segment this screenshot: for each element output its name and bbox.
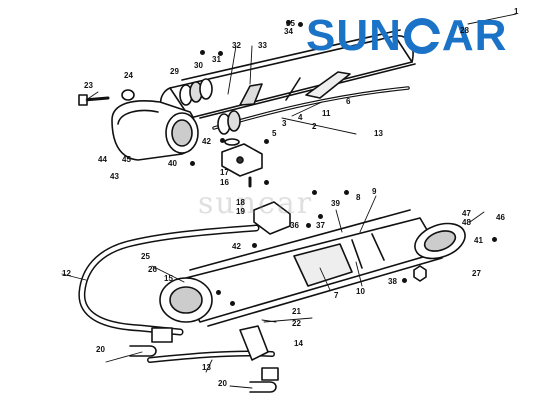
marker-dot [190,161,195,166]
marker-dot [344,190,349,195]
marker-dot [286,20,291,25]
callout-37: 37 [316,221,325,230]
callout-39: 39 [331,199,340,208]
callout-6: 6 [346,97,351,106]
nut-27 [413,265,427,282]
bolt-23 [78,94,110,106]
callout-42-lower: 42 [232,242,241,251]
callout-43: 43 [110,172,119,181]
rod-end-eye [414,222,466,260]
callout-8: 8 [356,193,361,202]
callout-33: 33 [258,41,267,50]
callout-15: 15 [164,274,173,283]
marker-dot [220,138,225,143]
callout-12: 12 [62,269,71,278]
callout-26: 26 [148,265,157,274]
upper-rod-eye [111,100,199,161]
callout-9: 9 [372,187,377,196]
callout-19: 19 [236,207,245,216]
marker-dot [306,223,311,228]
callout-40: 40 [168,159,177,168]
callout-25: 25 [141,252,150,261]
marker-dot [218,51,223,56]
callout-46: 46 [496,213,505,222]
block-36 [253,201,291,235]
washer-24 [121,89,135,101]
callout-10: 10 [356,287,365,296]
callout-1: 1 [514,7,519,16]
marker-dot [216,290,221,295]
marker-dot [264,139,269,144]
callout-3: 3 [282,119,287,128]
callout-20-upper: 20 [96,345,105,354]
marker-dot [264,180,269,185]
callout-2: 2 [312,122,317,131]
upper-cylinder [159,29,416,119]
callout-27: 27 [472,269,481,278]
callout-14: 14 [294,339,303,348]
leader-lines [61,13,517,389]
callout-31: 31 [212,55,221,64]
callout-47: 47 [462,209,471,218]
lower-cylinder [159,209,443,327]
callout-45: 45 [122,155,131,164]
u-bolt-lower [249,367,279,393]
marker-dot [318,214,323,219]
callout-18: 18 [236,198,245,207]
block-17 [221,138,263,188]
callout-22: 22 [292,319,301,328]
clamp-14 [239,325,269,361]
marker-dot [298,22,303,27]
callout-41: 41 [474,236,483,245]
callout-44: 44 [98,155,107,164]
callout-7: 7 [334,291,339,300]
seal-rings [179,78,241,135]
callout-16: 16 [220,178,229,187]
marker-dot [200,50,205,55]
callout-20-lower: 20 [218,379,227,388]
callout-17: 17 [220,168,229,177]
callout-28: 28 [460,26,469,35]
callout-34: 34 [284,27,293,36]
callout-29: 29 [170,67,179,76]
lower-hose-12 [78,224,260,336]
callout-23: 23 [84,81,93,90]
marker-dot [492,237,497,242]
callout-13-lower: 13 [202,363,211,372]
callout-11: 11 [322,109,331,118]
u-bolt-upper [129,327,173,357]
watermark: suncar [198,186,314,221]
marker-dot [402,278,407,283]
callout-42-upper: 42 [202,137,211,146]
callout-38: 38 [388,277,397,286]
callout-13-upper: 13 [374,129,383,138]
callout-48: 48 [462,218,471,227]
marker-dot [230,301,235,306]
callout-32: 32 [232,41,241,50]
callout-5: 5 [272,129,277,138]
callout-36: 36 [290,221,299,230]
callout-30: 30 [194,61,203,70]
callout-24: 24 [124,71,133,80]
callout-4: 4 [298,113,303,122]
callout-21: 21 [292,307,301,316]
marker-dot [252,243,257,248]
marker-dot [312,190,317,195]
